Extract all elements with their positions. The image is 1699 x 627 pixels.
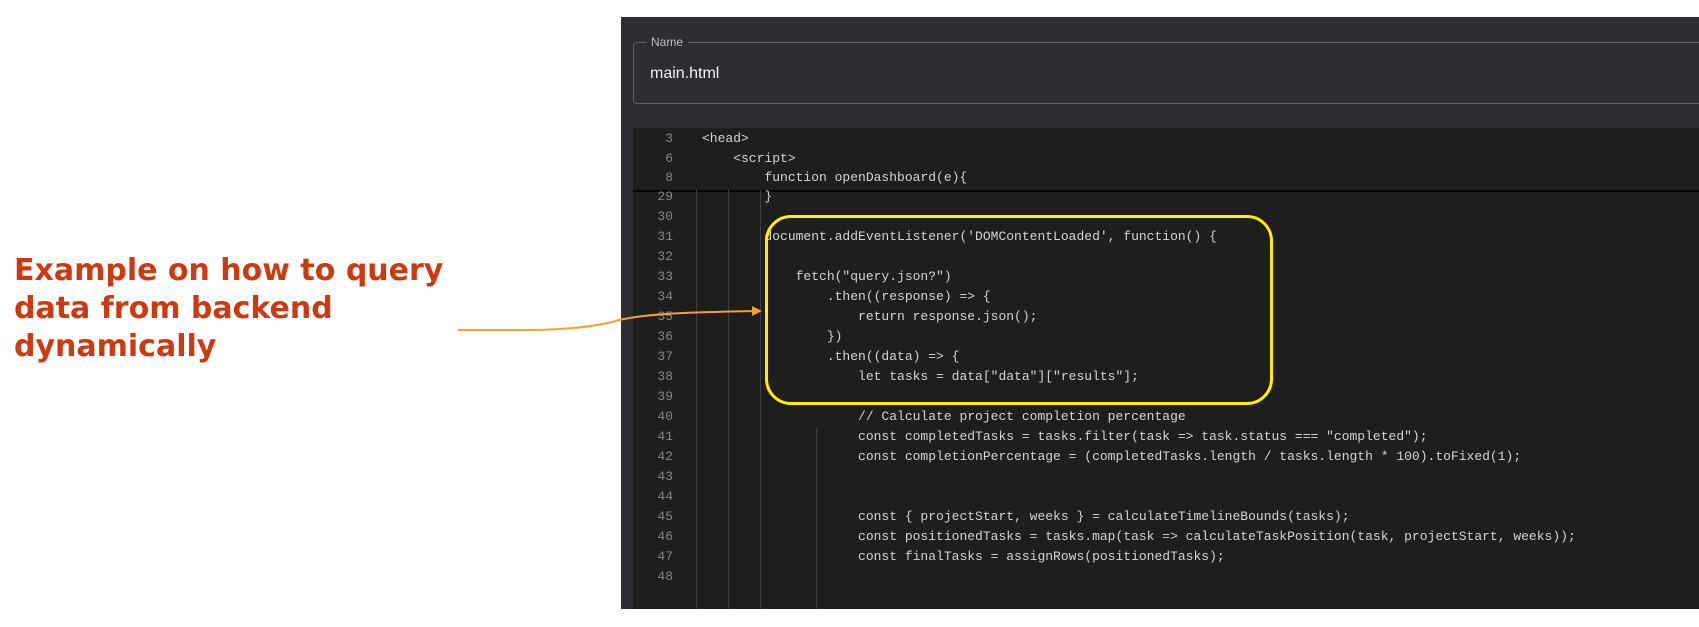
code-line[interactable]: 46 const positionedTasks = tasks.map(tas… — [633, 527, 1699, 547]
line-code[interactable]: <script> — [702, 150, 796, 166]
code-line[interactable]: 6 <script> — [633, 149, 1699, 169]
line-code[interactable]: }) — [702, 329, 843, 344]
line-number: 46 — [657, 529, 673, 544]
annotation-text: Example on how to query data from backen… — [14, 252, 454, 366]
line-number: 37 — [657, 349, 673, 364]
code-line[interactable]: 29 } — [633, 187, 1699, 207]
code-line[interactable]: 37 .then((data) => { — [633, 347, 1699, 367]
line-number: 44 — [657, 489, 673, 504]
indent-guide — [760, 190, 761, 609]
annotation-line-3: dynamically — [14, 329, 217, 364]
code-line[interactable]: 44 — [633, 487, 1699, 507]
editor-panel: Name main.html 3<head>6 <script>8 functi… — [621, 17, 1699, 609]
line-code[interactable]: } — [702, 189, 773, 204]
code-line[interactable]: 38 let tasks = data["data"]["results"]; — [633, 367, 1699, 387]
indent-guide — [696, 190, 697, 609]
line-number: 34 — [657, 289, 673, 304]
line-number: 33 — [657, 269, 673, 284]
line-code[interactable]: // Calculate project completion percenta… — [702, 409, 1186, 424]
code-editor[interactable]: 3<head>6 <script>8 function openDashboar… — [633, 128, 1699, 609]
indent-guide — [728, 190, 729, 609]
code-line[interactable]: 3 <head> — [633, 129, 1699, 149]
code-line[interactable]: 33 fetch("query.json?") — [633, 267, 1699, 287]
line-number: 38 — [657, 369, 673, 384]
line-code[interactable]: return response.json(); — [702, 309, 1038, 324]
line-number: 36 — [657, 329, 673, 344]
line-code[interactable]: function openDashboard(e){ — [702, 170, 968, 185]
annotation-line-1: Example on how to query — [14, 253, 444, 288]
code-line[interactable]: 48 — [633, 567, 1699, 587]
line-number: 32 — [657, 249, 673, 264]
code-line[interactable]: 31 document.addEventListener('DOMContent… — [633, 227, 1699, 247]
line-code[interactable]: const completedTasks = tasks.filter(task… — [702, 429, 1428, 444]
line-number: 39 — [657, 389, 673, 404]
line-number: 30 — [657, 209, 673, 224]
line-number: 45 — [657, 509, 673, 524]
code-line[interactable]: 39 — [633, 387, 1699, 407]
line-code[interactable]: const finalTasks = assignRows(positioned… — [702, 549, 1225, 564]
line-number: 3 — [665, 131, 673, 146]
code-line[interactable]: 40 // Calculate project completion perce… — [633, 407, 1699, 427]
sticky-scroll-header[interactable]: 3<head>6 <script>8 function openDashboar… — [633, 128, 1699, 192]
code-line[interactable]: 36 }) — [633, 327, 1699, 347]
line-number: 31 — [657, 229, 673, 244]
line-code[interactable]: .then((data) => { — [702, 349, 960, 364]
line-code[interactable]: const { projectStart, weeks } = calculat… — [702, 509, 1350, 524]
code-line[interactable]: 47 const finalTasks = assignRows(positio… — [633, 547, 1699, 567]
annotation-line-2: data from backend — [14, 291, 333, 326]
code-line[interactable]: 35 return response.json(); — [633, 307, 1699, 327]
line-code[interactable]: fetch("query.json?") — [702, 269, 952, 284]
code-line[interactable]: 8 function openDashboard(e){ — [633, 168, 1699, 188]
code-line[interactable]: 30 — [633, 207, 1699, 227]
line-number: 29 — [657, 189, 673, 204]
line-code[interactable]: const positionedTasks = tasks.map(task =… — [702, 529, 1576, 544]
line-number: 40 — [657, 409, 673, 424]
name-field-label: Name — [646, 34, 689, 50]
line-code[interactable]: <head> — [702, 131, 749, 146]
line-number: 35 — [657, 309, 673, 324]
code-line[interactable]: 45 const { projectStart, weeks } = calcu… — [633, 507, 1699, 527]
code-line[interactable]: 34 .then((response) => { — [633, 287, 1699, 307]
line-number: 48 — [657, 569, 673, 584]
line-number: 8 — [665, 170, 673, 185]
code-line[interactable]: 32 — [633, 247, 1699, 267]
name-field-value[interactable]: main.html — [650, 65, 720, 82]
line-number: 42 — [657, 449, 673, 464]
line-number: 41 — [657, 429, 673, 444]
line-number: 47 — [657, 549, 673, 564]
line-number: 43 — [657, 469, 673, 484]
line-code[interactable]: document.addEventListener('DOMContentLoa… — [702, 229, 1217, 244]
code-line[interactable]: 43 — [633, 467, 1699, 487]
name-field[interactable]: Name main.html — [633, 34, 1699, 104]
line-number: 6 — [665, 150, 673, 166]
code-line[interactable]: 41 const completedTasks = tasks.filter(t… — [633, 427, 1699, 447]
line-code[interactable]: .then((response) => { — [702, 289, 991, 304]
indent-guide — [816, 428, 817, 609]
line-code[interactable]: const completionPercentage = (completedT… — [702, 449, 1522, 464]
code-line[interactable]: 42 const completionPercentage = (complet… — [633, 447, 1699, 467]
line-code[interactable]: let tasks = data["data"]["results"]; — [702, 369, 1139, 384]
